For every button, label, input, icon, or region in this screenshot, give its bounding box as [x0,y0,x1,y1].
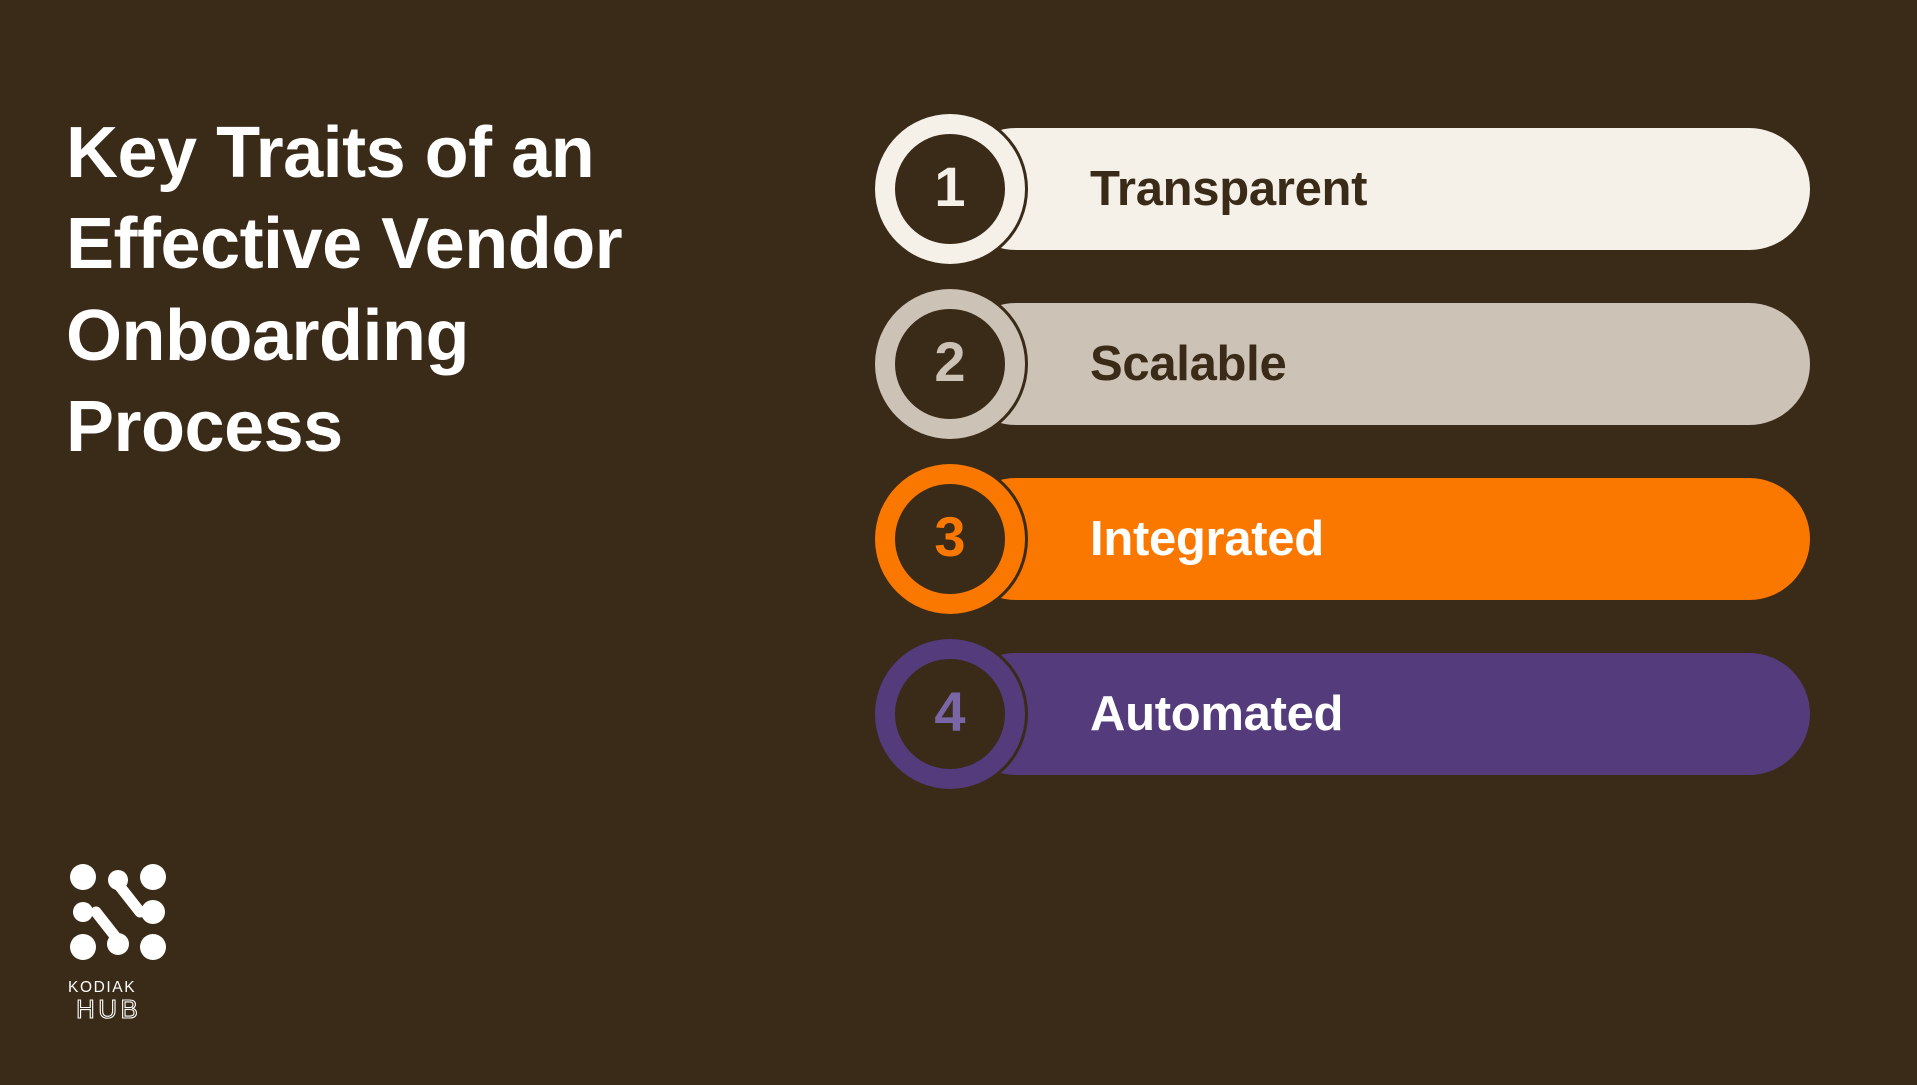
trait-row-1[interactable]: Transparent 1 [875,114,1815,264]
headline-block: Key Traits of an Effective Vendor Onboar… [66,108,766,474]
trait-badge-inner-3: 3 [895,484,1005,594]
traits-list: Transparent 1 Scalable 2 Integrated [875,100,1815,900]
trait-badge-2: 2 [875,289,1025,439]
trait-number-4: 4 [934,680,966,743]
trait-row-3[interactable]: Integrated 3 [875,464,1815,614]
trait-badge-1: 1 [875,114,1025,264]
trait-badge-3: 3 [875,464,1025,614]
trait-badge-inner-2: 2 [895,309,1005,419]
trait-badge-4: 4 [875,639,1025,789]
trait-label-2: Scalable [1090,337,1287,391]
page-title: Key Traits of an Effective Vendor Onboar… [66,113,623,468]
kodiak-node-grid-icon [70,864,166,960]
trait-number-1: 1 [934,155,966,218]
logo-wordmark-line1: KODIAK [68,979,136,996]
trait-row-4[interactable]: Automated 4 [875,639,1815,789]
trait-number-3: 3 [934,505,966,568]
trait-label-4: Automated [1090,687,1344,741]
trait-bar-4[interactable]: Automated [955,653,1810,775]
trait-bar-1[interactable]: Transparent [955,128,1810,250]
trait-bar-3[interactable]: Integrated [955,478,1810,600]
trait-badge-inner-4: 4 [895,659,1005,769]
logo-wordmark-line2: HUB [76,994,141,1024]
trait-number-2: 2 [934,330,966,393]
trait-label-1: Transparent [1090,162,1368,216]
trait-bar-2[interactable]: Scalable [955,303,1810,425]
trait-row-2[interactable]: Scalable 2 [875,289,1815,439]
logo-wordmark: KODIAK HUB [68,979,141,1024]
brand-logo: KODIAK HUB [68,862,248,1024]
trait-badge-inner-1: 1 [895,134,1005,244]
trait-label-3: Integrated [1090,512,1324,566]
